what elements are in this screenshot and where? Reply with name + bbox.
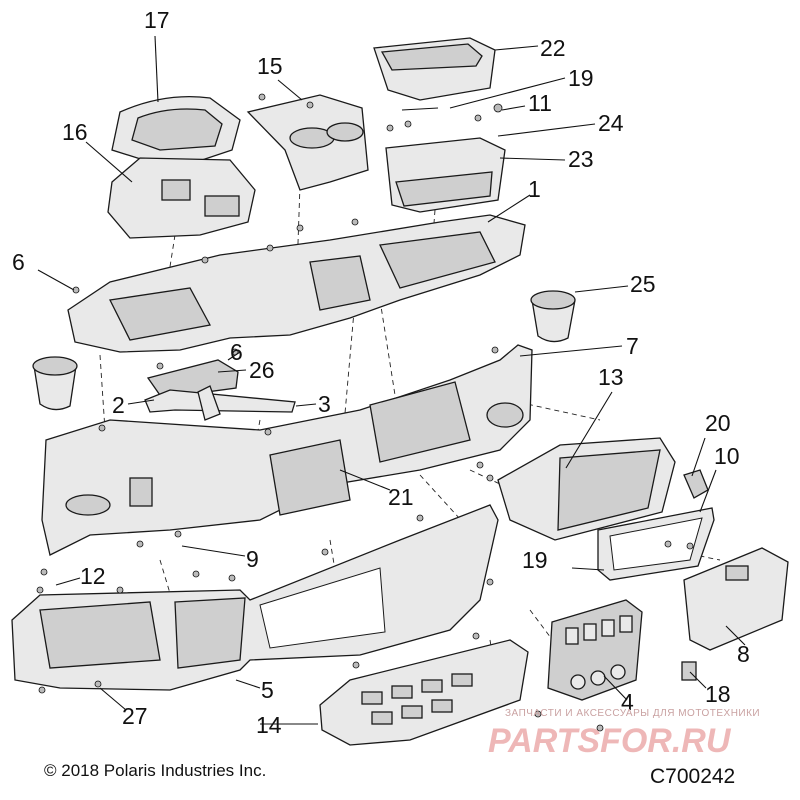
watermark-tagline: ЗАПЧАСТИ И АКСЕССУАРЫ ДЛЯ МОТОТЕХНИКИ — [505, 708, 760, 719]
part-7-dash-frame — [41, 344, 533, 556]
callout-23: 23 — [568, 146, 594, 172]
fasteners — [36, 93, 694, 732]
part-14-lower-panel — [319, 639, 529, 746]
callout-27: 27 — [122, 703, 148, 729]
callout-7: 7 — [626, 333, 639, 359]
part-4-switch-panel — [547, 599, 643, 701]
part-10-trim-ring — [597, 507, 715, 581]
part-8-glove-box-door — [683, 547, 789, 651]
watermark: ЗАПЧАСТИ И АКСЕССУАРЫ ДЛЯ МОТОТЕХНИКИ PA… — [488, 708, 760, 760]
watermark-brand: PARTSFOR.RU — [488, 722, 732, 760]
part-17-gauge-bezel — [111, 95, 241, 163]
part-25-cup-holder — [530, 290, 576, 343]
callout-20: 20 — [705, 410, 731, 436]
callout-14: 14 — [256, 712, 282, 738]
copyright-notice: © 2018 Polaris Industries Inc. — [44, 761, 266, 780]
cup-holder-left — [32, 356, 78, 411]
callout-10: 10 — [714, 443, 740, 469]
callout-15: 15 — [257, 53, 283, 79]
callout-3: 3 — [318, 391, 331, 417]
callout-4: 4 — [621, 689, 634, 715]
callout-18: 18 — [705, 681, 731, 707]
part-13-storage-box — [497, 437, 676, 541]
callout-19-second: 19 — [522, 547, 548, 573]
callout-25: 25 — [630, 271, 656, 297]
callout-19: 19 — [568, 65, 594, 91]
callout-2: 2 — [112, 392, 125, 418]
callout-6-second: 6 — [230, 339, 243, 365]
leader-lines — [37, 35, 746, 725]
part-18-switch — [681, 661, 697, 681]
callout-26: 26 — [249, 357, 275, 383]
callout-24: 24 — [598, 110, 624, 136]
part-2-3-brackets — [144, 385, 296, 421]
part-20-latch — [683, 469, 709, 499]
diagram-code: C700242 — [650, 765, 735, 788]
callout-22: 22 — [540, 35, 566, 61]
callout-11: 11 — [528, 90, 552, 116]
callout-16: 16 — [62, 119, 88, 145]
callout-6: 6 — [12, 249, 25, 275]
callout-5: 5 — [261, 677, 274, 703]
callout-12: 12 — [80, 563, 106, 589]
part-5-lower-dash-panel — [11, 504, 499, 691]
part-22-storage-lid — [373, 37, 496, 101]
part-1-upper-dash — [67, 214, 526, 353]
callout-8: 8 — [737, 641, 750, 667]
callout-13: 13 — [598, 364, 624, 390]
part-23-storage-bin — [385, 137, 506, 213]
part-15-cup-holder-console — [246, 94, 369, 191]
callout-21: 21 — [388, 484, 414, 510]
callout-17: 17 — [144, 7, 170, 33]
callout-9: 9 — [246, 546, 259, 572]
callout-labels: 17 16 15 22 19 11 24 23 1 6 25 7 6 26 2 … — [12, 7, 750, 738]
callout-1: 1 — [528, 176, 541, 202]
part-16-cluster-housing — [107, 157, 256, 239]
